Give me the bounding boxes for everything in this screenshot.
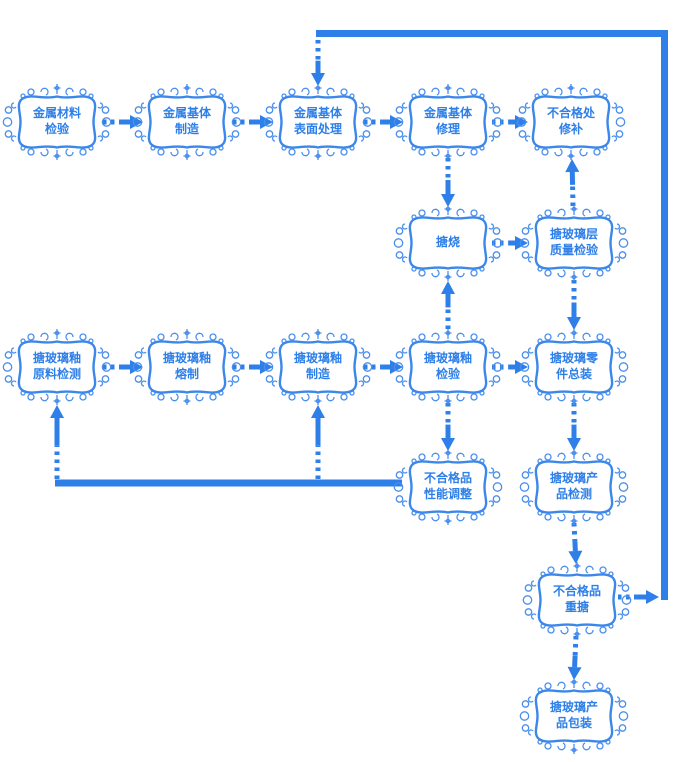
node-label: 搪玻璃釉 检验: [408, 341, 488, 393]
node-label-line2: 表面处理: [293, 122, 342, 136]
node-label-line2: 检验: [435, 367, 460, 381]
node-label: 不合格处 修补: [531, 96, 611, 148]
connector-return-line-to-surface-treatment: [311, 40, 325, 86]
node-label-line2: 质量检验: [549, 243, 598, 257]
flow-node-glaze-raw-material-inspection: 搪玻璃釉 原料检测: [1, 328, 113, 406]
node-label-line1: 搪玻璃釉: [32, 351, 81, 366]
flow-node-enamel-product-packaging: 搪玻璃产 品包装: [518, 677, 630, 755]
flow-node-metal-base-repair: 金属基体 修理: [392, 83, 504, 161]
node-label-line1: 不合格品: [552, 584, 601, 599]
node-label: 不合格品 重搪: [537, 574, 617, 626]
node-label: 搪玻璃零 件总装: [534, 341, 614, 393]
flow-node-metal-base-surface-treatment: 金属基体 表面处理: [262, 83, 374, 161]
flow-node-unqualified-performance-adjustment: 不合格品 性能调整: [392, 448, 504, 526]
node-label: 金属材料 检验: [17, 96, 97, 148]
node-label-line1: 金属基体: [293, 106, 342, 121]
node-label-line2: 修理: [435, 122, 460, 136]
node-label-line2: 检验: [44, 122, 69, 136]
connector-glaze-inspection-to-firing: [441, 281, 455, 329]
node-label-line2: 制造: [174, 122, 199, 136]
connector-adjustment-line-to-glaze-manufacture: [311, 405, 325, 479]
flow-node-metal-material-inspection: 金属材料 检验: [1, 83, 113, 161]
connector-parts-assembly-to-product-testing: [567, 403, 581, 451]
connector-layer-quality-to-parts-assembly: [567, 280, 581, 330]
connector-adjustment-line-to-raw-material: [50, 405, 64, 479]
flow-node-glaze-inspection: 搪玻璃釉 检验: [392, 328, 504, 406]
connector-repair-to-firing: [441, 158, 455, 207]
node-label: 金属基体 修理: [408, 96, 488, 148]
node-label-line1: 金属材料: [32, 106, 81, 121]
node-label-line2: 熔制: [174, 367, 199, 381]
node-label-line1: 金属基体: [423, 106, 472, 121]
node-label-line1: 搪玻璃釉: [423, 351, 472, 366]
node-label: 搪玻璃产 品检测: [534, 461, 614, 513]
connector-product-testing-to-re-enamel: [568, 522, 583, 564]
node-label: 搪玻璃层 质量检验: [534, 217, 614, 269]
node-label: 搪玻璃产 品包装: [534, 690, 614, 742]
node-label-line1: 搪烧: [435, 235, 460, 250]
node-label-line1: 搪玻璃产: [549, 471, 598, 486]
node-label: 搪玻璃釉 原料检测: [17, 341, 97, 393]
connector-glaze-inspection-to-performance-adjustment: [441, 403, 455, 451]
node-label: 搪玻璃釉 制造: [278, 341, 358, 393]
node-label-line1: 不合格处: [546, 106, 595, 121]
node-label-line2: 品包装: [555, 716, 592, 730]
node-label-line1: 搪玻璃釉: [293, 351, 342, 366]
node-label-line2: 制造: [305, 367, 330, 381]
node-label-line1: 搪玻璃产: [549, 700, 598, 715]
node-label-line2: 性能调整: [423, 487, 472, 501]
node-label: 不合格品 性能调整: [408, 461, 488, 513]
node-label: 搪烧: [408, 217, 488, 269]
flow-node-enamel-product-testing: 搪玻璃产 品检测: [518, 448, 630, 526]
node-label: 金属基体 制造: [147, 96, 227, 148]
node-label-line2: 修补: [558, 122, 583, 136]
flow-node-enamel-layer-quality-inspection: 搪玻璃层 质量检验: [518, 204, 630, 282]
node-label-line1: 搪玻璃零: [549, 351, 598, 366]
node-label: 金属基体 表面处理: [278, 96, 358, 148]
flow-node-enamel-parts-assembly: 搪玻璃零 件总装: [518, 328, 630, 406]
node-label-line1: 搪玻璃层: [549, 227, 598, 242]
node-label-line2: 原料检测: [32, 367, 81, 381]
flow-node-metal-base-manufacture: 金属基体 制造: [131, 83, 243, 161]
flow-node-enamel-firing: 搪烧: [392, 204, 504, 282]
flow-node-unqualified-re-enamel: 不合格品 重搪: [521, 561, 633, 639]
node-label-line1: 不合格品: [423, 471, 472, 486]
flow-node-glaze-manufacture: 搪玻璃釉 制造: [262, 328, 374, 406]
flow-node-defect-spot-repair: 不合格处 修补: [515, 83, 627, 161]
connector-layer-quality-to-defect-spot-repair: [565, 159, 580, 207]
node-label-line1: 搪玻璃釉: [162, 351, 211, 366]
node-label-line2: 品检测: [555, 487, 592, 501]
connector-re-enamel-to-packaging: [567, 635, 582, 680]
node-label-line2: 重搪: [564, 600, 589, 614]
node-label-line1: 金属基体: [162, 106, 211, 121]
flow-node-glaze-smelting: 搪玻璃釉 熔制: [131, 328, 243, 406]
node-label-line2: 件总装: [555, 367, 592, 381]
node-label: 搪玻璃釉 熔制: [147, 341, 227, 393]
